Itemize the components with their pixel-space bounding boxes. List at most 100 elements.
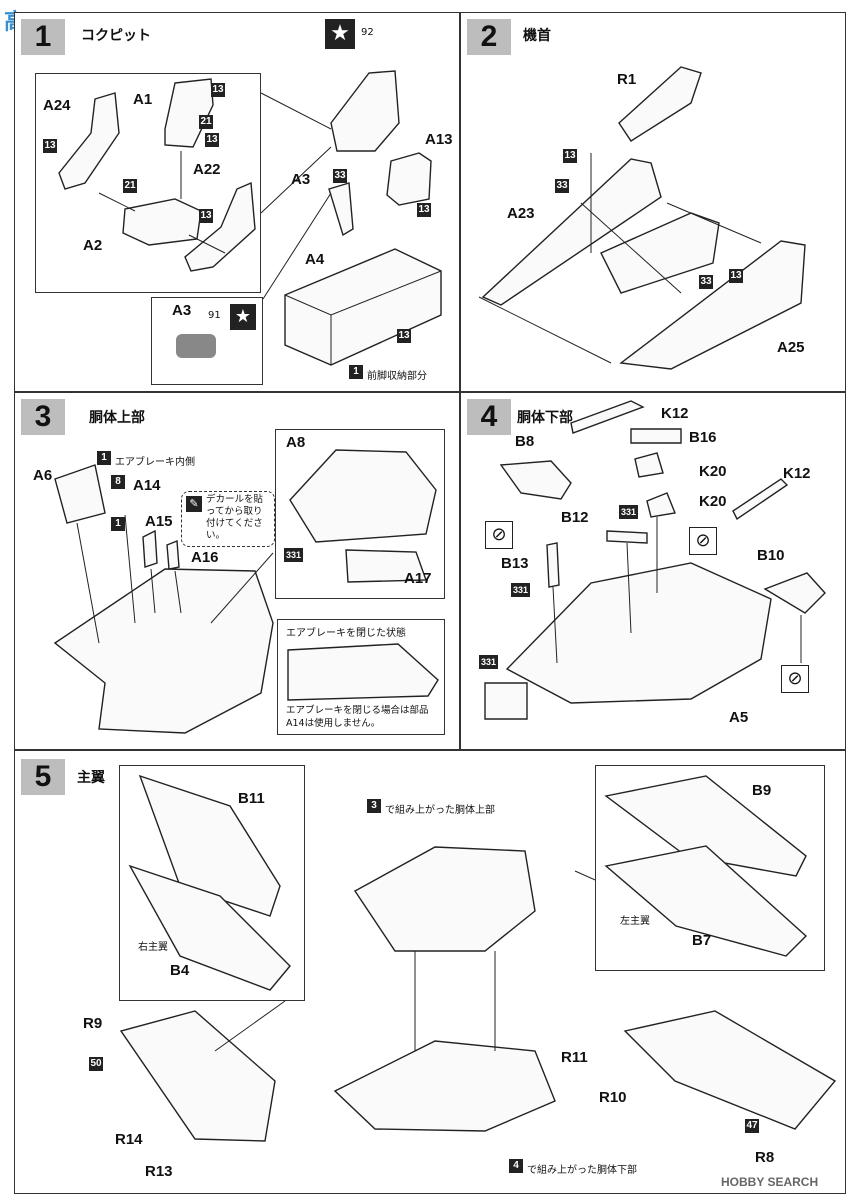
right-wing-inset: B11 B4 右主翼: [119, 765, 305, 1001]
airbrake-closed-inset: エアブレーキを閉じた状態 エアブレーキを閉じる場合は部品A14は使用しません。: [277, 619, 445, 735]
a8-drawing: [289, 449, 437, 583]
decal-note-text: デカールを貼ってから取り付けてください。: [206, 494, 264, 541]
lower-fuselage-ref: で組み上がった胴体下部: [527, 1165, 637, 1176]
front-gear-bay-note: 前脚収納部分: [367, 371, 427, 382]
part-k12: K12: [783, 465, 811, 482]
step-ref-1: 1: [111, 517, 125, 531]
upper-fuselage-ref: で組み上がった胴体上部: [385, 805, 495, 816]
step-5-panel: 5 主翼 B11 B4 右主翼 R9 50 R14 R13 3 で組み上がった胴…: [14, 750, 846, 1194]
step-ref-1: 1: [97, 451, 111, 465]
left-wing-inset: B9 B7 左主翼: [595, 765, 825, 971]
color-331: 331: [511, 583, 531, 597]
step-5-number: 5: [21, 759, 65, 795]
part-a1: A1: [133, 91, 153, 108]
a3-decal-inset: A3 91 ★: [151, 297, 263, 385]
step-5-drawing: [119, 846, 837, 1142]
step-4-drawing: [484, 400, 826, 720]
color-33: 33: [555, 179, 569, 193]
part-r14: R14: [115, 1131, 143, 1148]
watermark-text: HOBBY SEARCH: [721, 1175, 819, 1189]
instrument-panel-part: [176, 334, 216, 358]
part-r11: R11: [561, 1049, 588, 1066]
color-13: 13: [563, 149, 577, 163]
step-2-panel: 2 機首 R1 A23 A25 13 33 33 13: [460, 12, 846, 392]
part-a4: A4: [305, 251, 325, 268]
color-13: 13: [43, 139, 57, 153]
airbrake-closed-title: エアブレーキを閉じた状態: [286, 628, 406, 639]
step-1-number: 1: [21, 19, 65, 55]
step-2-number: 2: [467, 19, 511, 55]
part-b16: B16: [689, 429, 717, 446]
part-b9: B9: [752, 782, 772, 799]
step-4-title: 胴体下部: [517, 410, 573, 426]
part-a6: A6: [33, 467, 53, 484]
step-3-drawing: [53, 464, 274, 734]
part-k20: K20: [699, 463, 727, 480]
part-a2: A2: [83, 237, 103, 254]
airbrake-closed-note: エアブレーキを閉じる場合は部品A14は使用しません。: [286, 705, 429, 729]
part-b8: B8: [515, 433, 535, 450]
color-21: 21: [123, 179, 137, 193]
brush-icon: ✎: [186, 496, 202, 512]
step-3-panel: 3 胴体上部 1 エアブレーキ内側 8 1 A6 A14 A15 A16 ✎ デ…: [14, 392, 460, 750]
step-3-title: 胴体上部: [89, 410, 145, 426]
star-icon: ★: [230, 304, 256, 330]
step-5-title: 主翼: [77, 770, 105, 786]
color-13: 13: [205, 133, 219, 147]
callout-92: 92: [361, 27, 374, 38]
color-331: 331: [479, 655, 499, 669]
part-a3: A3: [291, 171, 311, 188]
color-33: 33: [699, 275, 713, 289]
part-a17: A17: [404, 570, 432, 587]
airbrake-closed-drawing: [287, 643, 439, 701]
step-1-drawing: [58, 70, 442, 366]
color-21: 21: [199, 115, 213, 129]
part-b7: B7: [692, 932, 712, 949]
decal-note-bubble: ✎ デカールを貼ってから取り付けてください。: [181, 491, 275, 547]
part-a8: A8: [286, 434, 306, 451]
part-b10: B10: [757, 547, 785, 564]
color-13: 13: [199, 209, 213, 223]
part-r9: R9: [83, 1015, 103, 1032]
step-2-title: 機首: [523, 28, 551, 44]
part-a16: A16: [191, 549, 219, 566]
a8-subassembly-inset: A8 A17 331: [275, 429, 445, 599]
step-4-number: 4: [467, 399, 511, 435]
color-331: 331: [284, 548, 304, 562]
right-wing-drawing: [128, 774, 291, 991]
color-8: 8: [111, 475, 125, 489]
left-wing-label: 左主翼: [620, 916, 650, 927]
part-a14: A14: [133, 477, 161, 494]
do-not-glue-icon: ⊘: [689, 527, 717, 555]
right-wing-label: 右主翼: [138, 942, 168, 953]
part-a3: A3: [172, 302, 192, 319]
part-a13: A13: [425, 131, 453, 148]
color-13: 13: [729, 269, 743, 283]
color-13: 13: [417, 203, 431, 217]
part-b4: B4: [170, 962, 190, 979]
step-ref-4: 4: [509, 1159, 523, 1173]
callout-91: 91: [208, 310, 221, 321]
part-a15: A15: [145, 513, 173, 530]
do-not-glue-icon: ⊘: [485, 521, 513, 549]
part-a25: A25: [777, 339, 805, 356]
part-a5: A5: [729, 709, 749, 726]
do-not-glue-icon: ⊘: [781, 665, 809, 693]
color-33: 33: [333, 169, 347, 183]
part-b13: B13: [501, 555, 529, 572]
step-ref-1: 1: [349, 365, 363, 379]
part-a23: A23: [507, 205, 535, 222]
color-50: 50: [89, 1057, 103, 1071]
color-47: 47: [745, 1119, 759, 1133]
step-ref-3: 3: [367, 799, 381, 813]
part-r8: R8: [755, 1149, 775, 1166]
color-13: 13: [397, 329, 411, 343]
step-3-number: 3: [21, 399, 65, 435]
part-b12: B12: [561, 509, 589, 526]
step-1-panel: 1 コクピット ★ 92 A24 A1 A22 A2 A3 A4 A13 13 …: [14, 12, 460, 392]
part-r13: R13: [145, 1163, 173, 1180]
airbrake-inner-note: エアブレーキ内側: [115, 457, 195, 468]
left-wing-drawing: [604, 775, 808, 957]
color-13: 13: [211, 83, 225, 97]
part-k20: K20: [699, 493, 727, 510]
